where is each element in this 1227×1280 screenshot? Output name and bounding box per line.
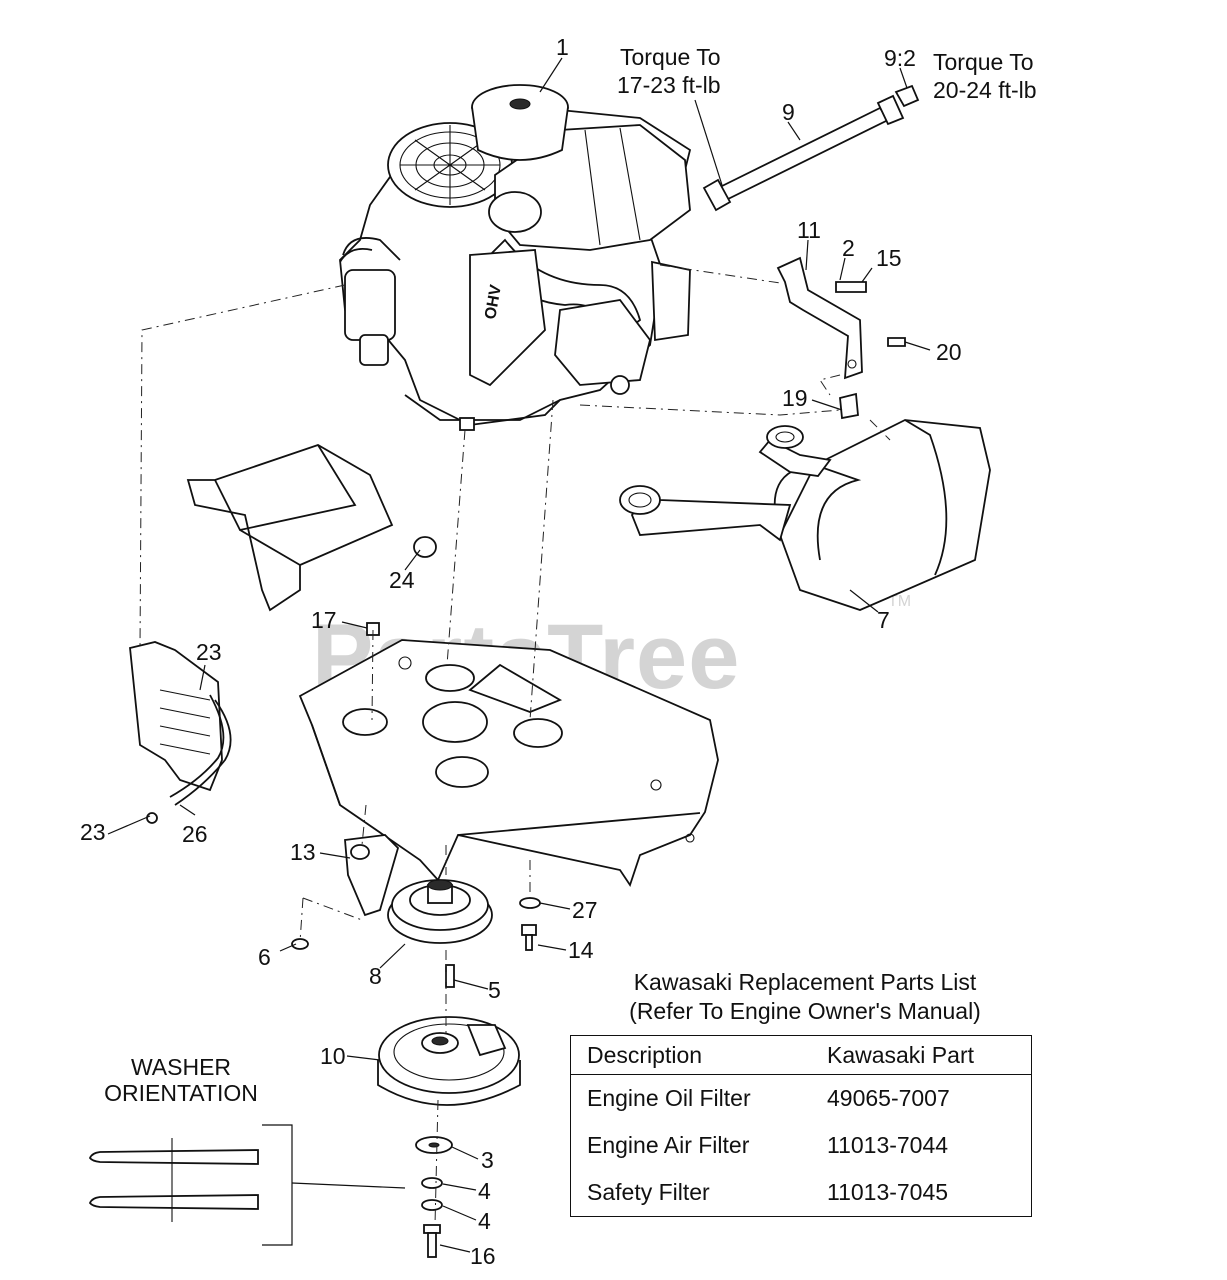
pulley[interactable]: [387, 879, 493, 944]
torque-note-right-line1: Torque To: [933, 49, 1034, 75]
callout-9-2: 9:2: [884, 45, 916, 71]
callout-2: 2: [842, 235, 855, 261]
callout-11: 11: [797, 217, 821, 243]
idler-bracket[interactable]: [344, 834, 400, 917]
callout-23-top: 23: [196, 639, 222, 665]
callout-16: 16: [470, 1243, 496, 1269]
row-part-number: 49065-7007: [826, 1085, 950, 1111]
callout-13: 13: [290, 839, 316, 865]
callout-20: 20: [936, 339, 962, 365]
callout-8: 8: [369, 963, 382, 989]
callout-24: 24: [389, 567, 415, 593]
shield-panel[interactable]: [186, 444, 437, 612]
callout-17: 17: [311, 607, 337, 633]
washer-orientation-title: WASHER ORIENTATION: [86, 1054, 276, 1106]
row-description: Safety Filter: [587, 1179, 710, 1205]
table-row: Safety Filter 11013-7045: [571, 1169, 1032, 1217]
electric-clutch[interactable]: [377, 1016, 521, 1106]
watermark-trademark: TM: [888, 593, 911, 610]
muffler[interactable]: [619, 419, 991, 611]
washer-title-line1: WASHER: [130, 1054, 232, 1080]
torque-note-left-line1: Torque To: [620, 44, 721, 70]
assembly-lines: [139, 264, 891, 1226]
parts-list-title-line1: Kawasaki Replacement Parts List: [633, 969, 977, 995]
torque-notes: Torque To 17-23 ft-lb Torque To 20-24 ft…: [617, 44, 1037, 103]
table-header-row: Description Kawasaki Part: [570, 1035, 1032, 1075]
callout-26: 26: [182, 821, 208, 847]
table-row: Engine Air Filter 11013-7044: [571, 1122, 1032, 1169]
callout-23-bottom: 23: [80, 819, 106, 845]
callout-1: 1: [556, 34, 569, 60]
callout-14: 14: [568, 937, 594, 963]
callout-4-top: 4: [478, 1178, 491, 1204]
callout-5: 5: [488, 977, 501, 1003]
callout-labels: 1 9 9:2 11 2 15 20 19 24 7 17 23 23 26 1…: [80, 34, 962, 1269]
svg-text:OHV: OHV: [482, 283, 505, 320]
table-row: Engine Oil Filter 49065-7007: [571, 1075, 1032, 1123]
callout-27: 27: [572, 897, 598, 923]
callout-19: 19: [782, 385, 808, 411]
parts-list-title-line2: (Refer To Engine Owner's Manual): [629, 998, 981, 1024]
callout-9: 9: [782, 99, 795, 125]
row-part-number: 11013-7044: [826, 1132, 949, 1158]
row-description: Engine Oil Filter: [587, 1085, 751, 1111]
engine-deck-plate[interactable]: [298, 639, 719, 888]
engine-assembly[interactable]: OHV: [339, 84, 692, 431]
washer-orientation-detail: [88, 1124, 406, 1246]
column-header-part: Kawasaki Part: [814, 1035, 1032, 1075]
column-header-description: Description: [570, 1035, 815, 1075]
callout-3: 3: [481, 1147, 494, 1173]
leader-lines: [107, 57, 931, 1253]
muffler-bracket[interactable]: [776, 256, 906, 420]
callout-6: 6: [258, 944, 271, 970]
callout-15: 15: [876, 245, 902, 271]
fuel-hose-assembly[interactable]: [702, 84, 920, 212]
callout-4-bottom: 4: [478, 1208, 491, 1234]
torque-note-right-line2: 20-24 ft-lb: [933, 77, 1037, 103]
row-part-number: 11013-7045: [826, 1179, 949, 1205]
callout-10: 10: [320, 1043, 346, 1069]
screen-bracket[interactable]: [129, 641, 232, 824]
washer-title-line2: ORIENTATION: [104, 1080, 258, 1106]
parts-list-title: Kawasaki Replacement Parts List (Refer T…: [570, 968, 1040, 1026]
torque-note-left-line2: 17-23 ft-lb: [617, 72, 721, 98]
kawasaki-parts-table: Description Kawasaki Part Engine Oil Fil…: [570, 1035, 1032, 1217]
callout-7: 7: [877, 607, 890, 633]
row-description: Engine Air Filter: [587, 1132, 750, 1158]
